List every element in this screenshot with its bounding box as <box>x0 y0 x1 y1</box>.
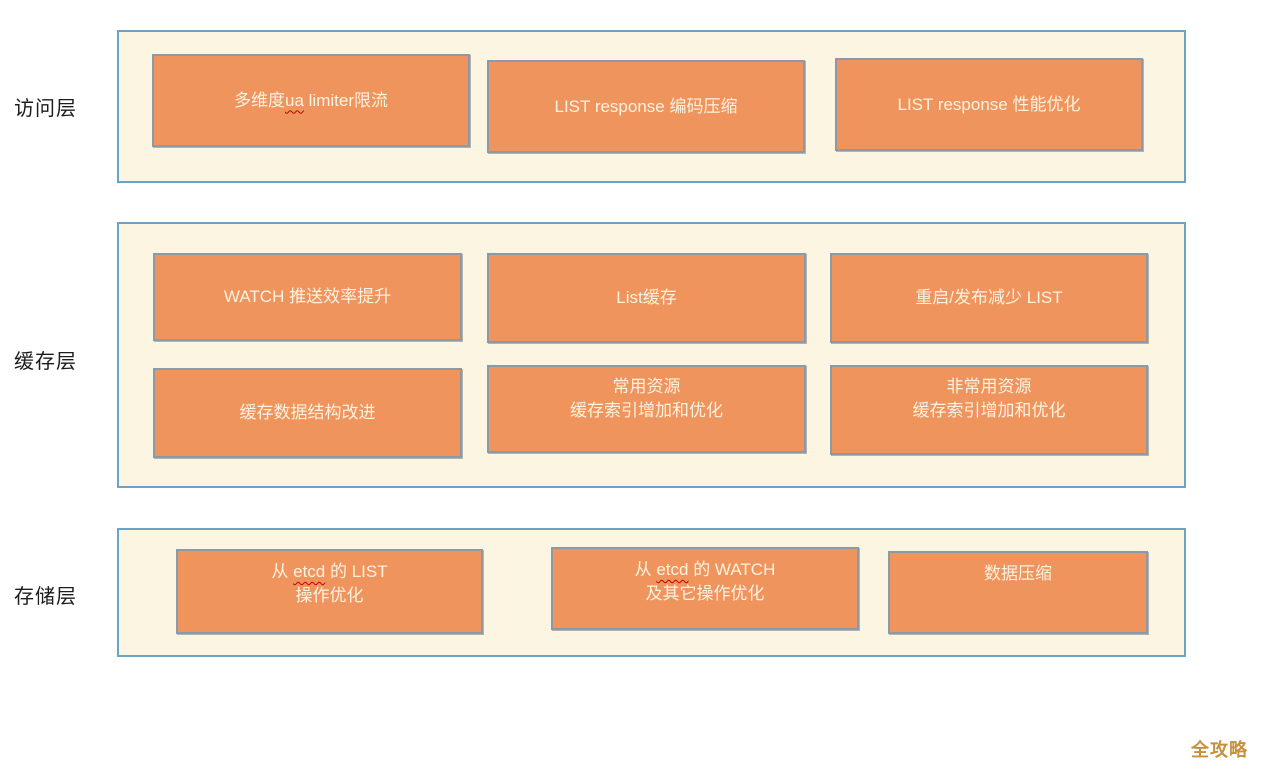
box-text-line: 缓存索引增加和优化 <box>913 399 1066 423</box>
spellcheck-flagged-text: etcd <box>656 560 689 579</box>
box-text: LIST response 性能优化 <box>897 94 1081 114</box>
spellcheck-flagged-text: etcd <box>293 562 326 581</box>
diagram-box: 从 etcd 的 LIST 操作优化 <box>176 549 483 634</box>
box-text: 常用资源 <box>612 377 681 396</box>
layer-label-cache: 缓存层 <box>14 351 77 373</box>
box-text: 的 WATCH <box>688 560 776 579</box>
box-text: 非常用资源 <box>946 377 1032 396</box>
box-text-line: LIST response 编码压缩 <box>555 95 738 119</box>
box-text-line: 重启/发布减少 LIST <box>915 286 1062 310</box>
layer-label-storage: 存储层 <box>14 586 77 608</box>
watermark-text: 全攻略 <box>1191 740 1248 760</box>
box-text: 数据压缩 <box>984 564 1052 583</box>
box-text-line: LIST response 性能优化 <box>898 93 1081 117</box>
spellcheck-flagged-text: ua <box>285 90 304 110</box>
diagram-box: 多维度ua limiter限流 <box>152 54 470 147</box>
diagram-box: List缓存 <box>487 253 806 343</box>
diagram-box: 非常用资源缓存索引增加和优化 <box>830 365 1148 455</box>
diagram-box: WATCH 推送效率提升 <box>153 253 462 341</box>
box-text: WATCH 推送效率提升 <box>223 287 392 306</box>
layer-access-container: 多维度ua limiter限流 LIST response 编码压缩 LIST re… <box>117 30 1186 183</box>
box-text: 从 <box>634 560 657 579</box>
layer-cache-container: WATCH 推送效率提升 List缓存 重启/发布减少 LIST 缓存数据结构改进 常用… <box>117 222 1186 488</box>
box-text-line: WATCH 推送效率提升 <box>224 285 391 309</box>
box-text-line: 从 etcd 的 LIST <box>271 560 387 584</box>
box-text-line: 数据压缩 <box>984 562 1052 586</box>
box-text-line: 非常用资源 <box>947 375 1032 399</box>
box-text: 多维度 <box>234 90 285 110</box>
box-text: 缓存数据结构改进 <box>239 403 376 422</box>
box-text-line: 及其它操作优化 <box>646 582 765 606</box>
box-text: limiter限流 <box>303 90 388 110</box>
diagram-box: 数据压缩 <box>888 551 1148 634</box>
box-text: 缓存索引增加和优化 <box>912 401 1066 420</box>
box-text: List缓存 <box>616 288 677 307</box>
box-text-line: 缓存索引增加和优化 <box>570 399 723 423</box>
diagram-box: 从 etcd 的 WATCH 及其它操作优化 <box>551 547 859 630</box>
box-text: 从 <box>271 562 294 581</box>
box-text: LIST response 编码压缩 <box>554 96 738 116</box>
box-text: 重启/发布减少 LIST <box>915 288 1063 307</box>
box-text-line: 常用资源 <box>613 375 681 399</box>
diagram-box: 常用资源缓存索引增加和优化 <box>487 365 806 453</box>
layer-label-access: 访问层 <box>14 98 77 120</box>
diagram-box: 重启/发布减少 LIST <box>830 253 1148 343</box>
box-text-line: 从 etcd 的 WATCH <box>635 558 776 582</box>
box-text-line: 缓存数据结构改进 <box>240 401 376 425</box>
diagram-box: 缓存数据结构改进 <box>153 368 462 458</box>
box-text-line: List缓存 <box>616 286 676 310</box>
box-text-line: 操作优化 <box>296 584 364 608</box>
diagram-box: LIST response 编码压缩 <box>487 60 805 153</box>
box-text: 及其它操作优化 <box>645 584 765 603</box>
box-text: 操作优化 <box>295 586 364 605</box>
box-text: 的 LIST <box>325 562 388 581</box>
box-text-line: 多维度ua limiter限流 <box>234 89 388 113</box>
box-text: 缓存索引增加和优化 <box>570 401 723 420</box>
diagram-box: LIST response 性能优化 <box>835 58 1143 151</box>
